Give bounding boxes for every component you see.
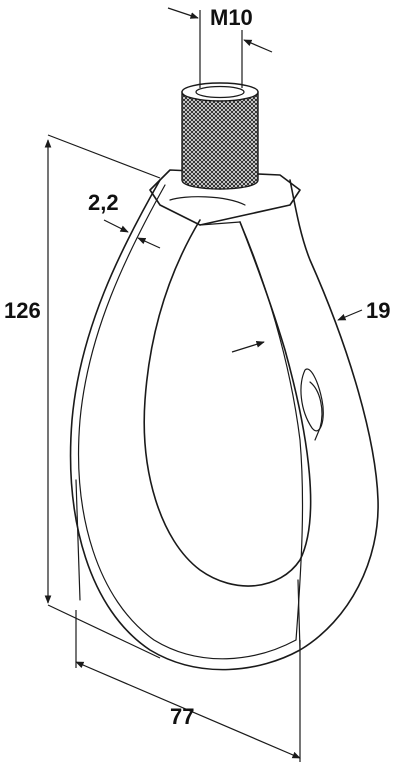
- dimension-thickness: 2,2: [88, 190, 161, 249]
- threaded-nut: [181, 82, 259, 190]
- hanger-strap: [69, 169, 379, 671]
- thickness-label: 2,2: [88, 190, 119, 215]
- thread-label: M10: [210, 5, 253, 30]
- dimension-thread: M10: [167, 5, 273, 88]
- dimension-diameter: 77: [75, 610, 301, 762]
- diameter-label: 77: [170, 704, 194, 729]
- dimension-height: 126: [4, 134, 161, 659]
- dimension-band-width: 19: [231, 298, 390, 353]
- height-label: 126: [4, 298, 41, 323]
- band-width-label: 19: [366, 298, 390, 323]
